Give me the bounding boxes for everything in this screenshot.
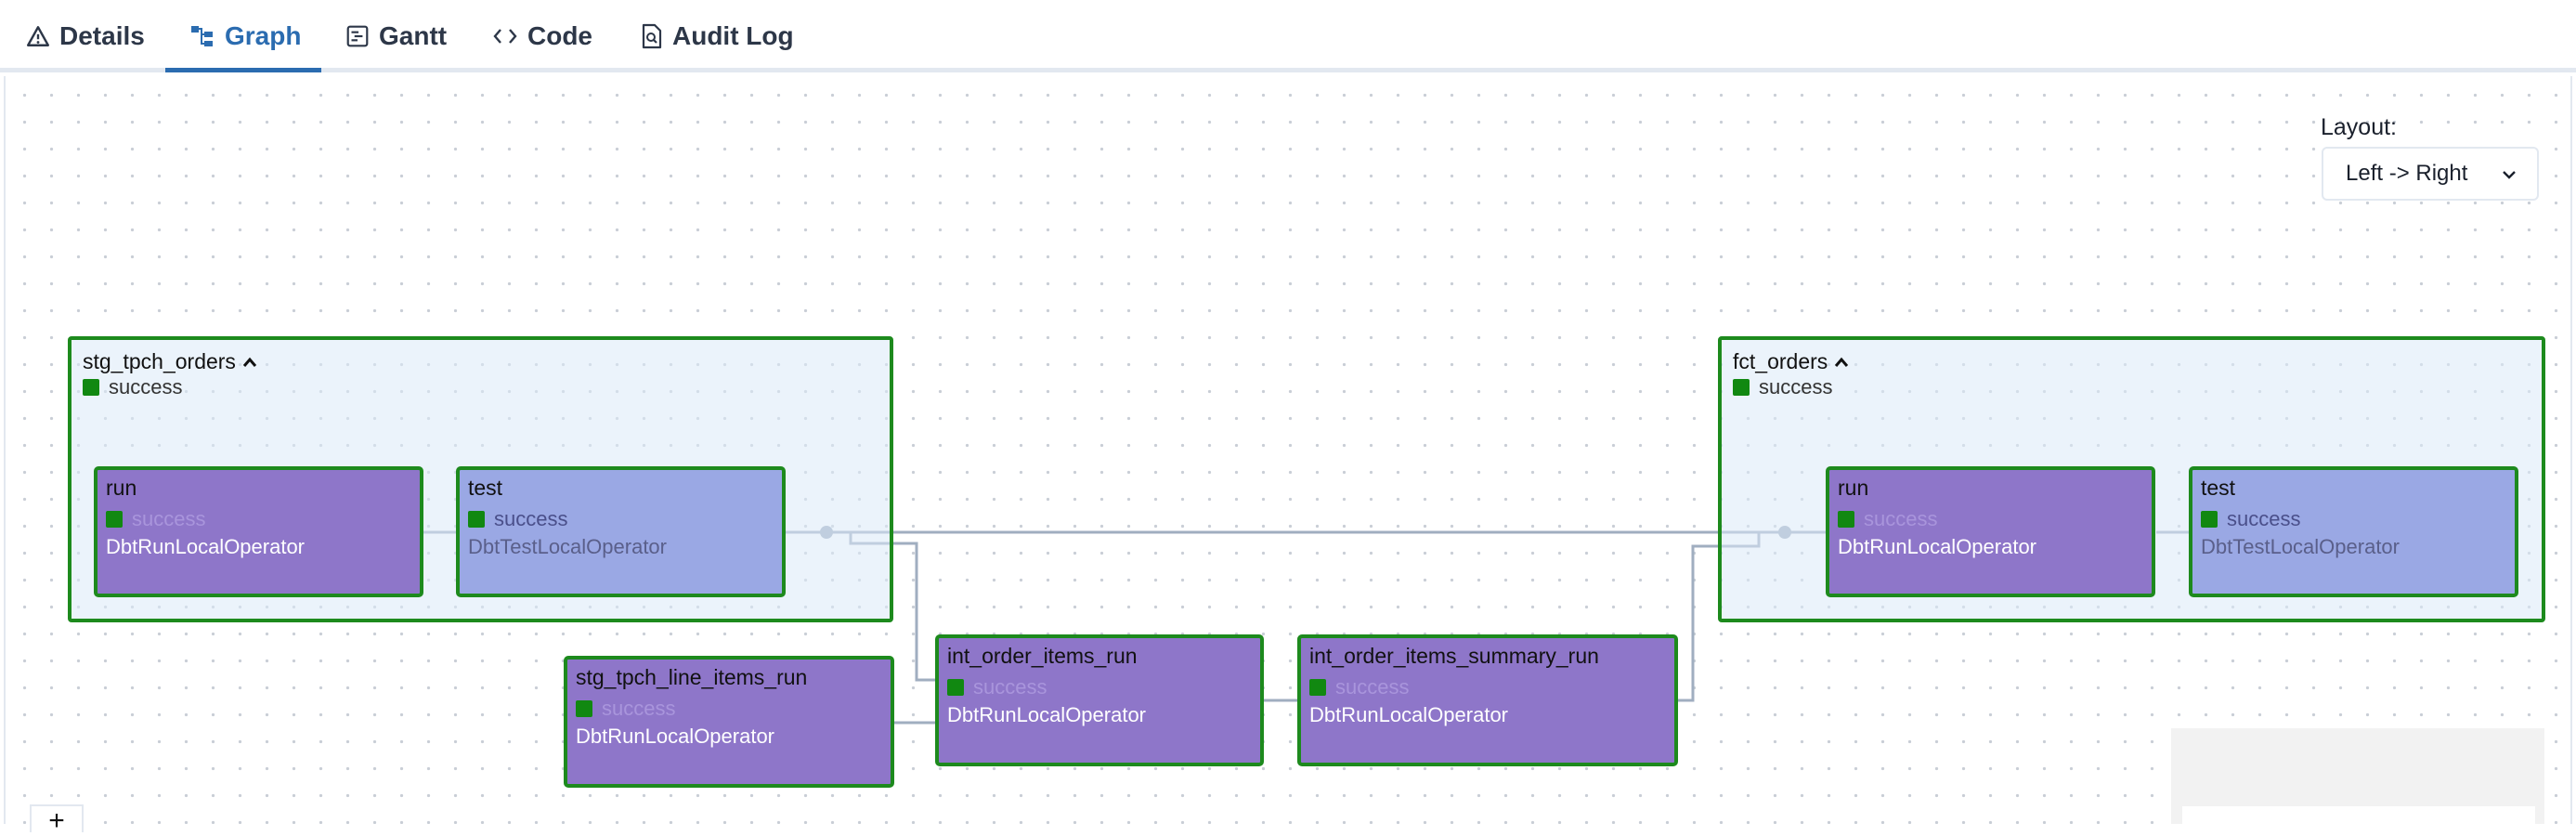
zoom-in-button[interactable]: + — [30, 804, 84, 836]
tab-details[interactable]: Details — [26, 0, 145, 72]
task-node-status: success — [947, 675, 1047, 699]
task-node-operator: DbtRunLocalOperator — [106, 535, 306, 558]
task-node-status: success — [1838, 507, 1937, 531]
graph-minimap[interactable] — [2171, 728, 2544, 824]
success-status-icon — [2201, 511, 2218, 528]
audit-log-icon — [642, 23, 662, 49]
success-status-icon — [83, 379, 99, 396]
warning-icon — [26, 26, 50, 46]
tab-graph[interactable]: Graph — [189, 0, 301, 72]
task-node-status-text: success — [494, 507, 568, 530]
task-node-status: success — [576, 697, 675, 721]
tab-gantt[interactable]: Gantt — [345, 0, 447, 72]
task-group-status-text: success — [109, 375, 183, 398]
task-node-status: success — [468, 507, 567, 531]
tab-gantt-label: Gantt — [379, 21, 448, 50]
task-node-status-text: success — [973, 675, 1047, 699]
task-node-operator: DbtRunLocalOperator — [1838, 535, 2037, 558]
task-node-operator: DbtRunLocalOperator — [576, 725, 775, 748]
task-node-int-order-items-run[interactable]: int_order_items_run success DbtRunLocalO… — [935, 634, 1264, 766]
task-node-status: success — [1309, 675, 1409, 699]
task-group-status: success — [1733, 375, 1832, 399]
graph-icon — [191, 26, 213, 46]
task-group-name: fct_orders — [1733, 349, 1828, 373]
task-node-operator: DbtTestLocalOperator — [468, 535, 667, 558]
chevron-up-icon[interactable] — [241, 356, 258, 369]
gantt-icon — [346, 25, 369, 47]
zoom-in-label: + — [48, 805, 65, 836]
minimap-viewport[interactable] — [2182, 806, 2535, 824]
task-group-title[interactable]: stg_tpch_orders — [83, 349, 258, 374]
task-node-status-text: success — [2227, 507, 2301, 530]
tab-audit-log-label: Audit Log — [672, 21, 794, 50]
success-status-icon — [468, 511, 485, 528]
layout-select-value: Left -> Right — [2346, 161, 2468, 186]
tab-details-label: Details — [59, 21, 145, 50]
task-group-title[interactable]: fct_orders — [1733, 349, 1850, 374]
tab-audit-log[interactable]: Audit Log — [641, 0, 794, 72]
task-node-status-text: success — [602, 697, 676, 720]
task-node-status-text: success — [1864, 507, 1938, 530]
success-status-icon — [576, 700, 592, 717]
task-group-name: stg_tpch_orders — [83, 349, 236, 373]
layout-select[interactable]: Left -> Right — [2322, 147, 2539, 201]
chevron-up-icon[interactable] — [1833, 356, 1850, 369]
task-node-int-order-items-summary-run[interactable]: int_order_items_summary_run success DbtR… — [1297, 634, 1678, 766]
tab-graph-label: Graph — [225, 21, 302, 50]
task-node-title: test — [2201, 476, 2236, 500]
success-status-icon — [1309, 679, 1326, 696]
task-node-status: success — [2201, 507, 2300, 531]
success-status-icon — [1838, 511, 1854, 528]
tab-code[interactable]: Code — [492, 0, 592, 72]
task-node-title: run — [1838, 476, 1869, 500]
success-status-icon — [1733, 379, 1750, 396]
task-node-stg-tpch-line-items-run[interactable]: stg_tpch_line_items_run success DbtRunLo… — [564, 656, 894, 788]
task-group-status: success — [83, 375, 182, 399]
task-node-status-text: success — [1335, 675, 1410, 699]
task-group-status-text: success — [1759, 375, 1833, 398]
task-node-title: test — [468, 476, 503, 500]
active-tab-indicator — [165, 68, 321, 72]
task-node-status: success — [106, 507, 205, 531]
tab-code-label: Code — [527, 21, 592, 50]
task-node-fct-orders-test[interactable]: test success DbtTestLocalOperator — [2189, 466, 2518, 597]
success-status-icon — [106, 511, 123, 528]
code-icon — [493, 29, 517, 44]
layout-label: Layout: — [2321, 114, 2398, 140]
tab-bar: Details Graph Gantt Code Audit Log — [0, 0, 2576, 72]
task-node-title: run — [106, 476, 137, 500]
task-node-title: stg_tpch_line_items_run — [576, 665, 808, 689]
task-node-operator: DbtTestLocalOperator — [2201, 535, 2400, 558]
chevron-down-icon — [2503, 171, 2516, 179]
task-node-title: int_order_items_summary_run — [1309, 644, 1599, 668]
task-node-stg-tpch-orders-run[interactable]: run success DbtRunLocalOperator — [94, 466, 423, 597]
success-status-icon — [947, 679, 964, 696]
task-node-operator: DbtRunLocalOperator — [1309, 703, 1509, 726]
task-node-title: int_order_items_run — [947, 644, 1138, 668]
task-node-operator: DbtRunLocalOperator — [947, 703, 1147, 726]
task-node-stg-tpch-orders-test[interactable]: test success DbtTestLocalOperator — [456, 466, 786, 597]
task-node-status-text: success — [132, 507, 206, 530]
task-node-fct-orders-run[interactable]: run success DbtRunLocalOperator — [1826, 466, 2155, 597]
